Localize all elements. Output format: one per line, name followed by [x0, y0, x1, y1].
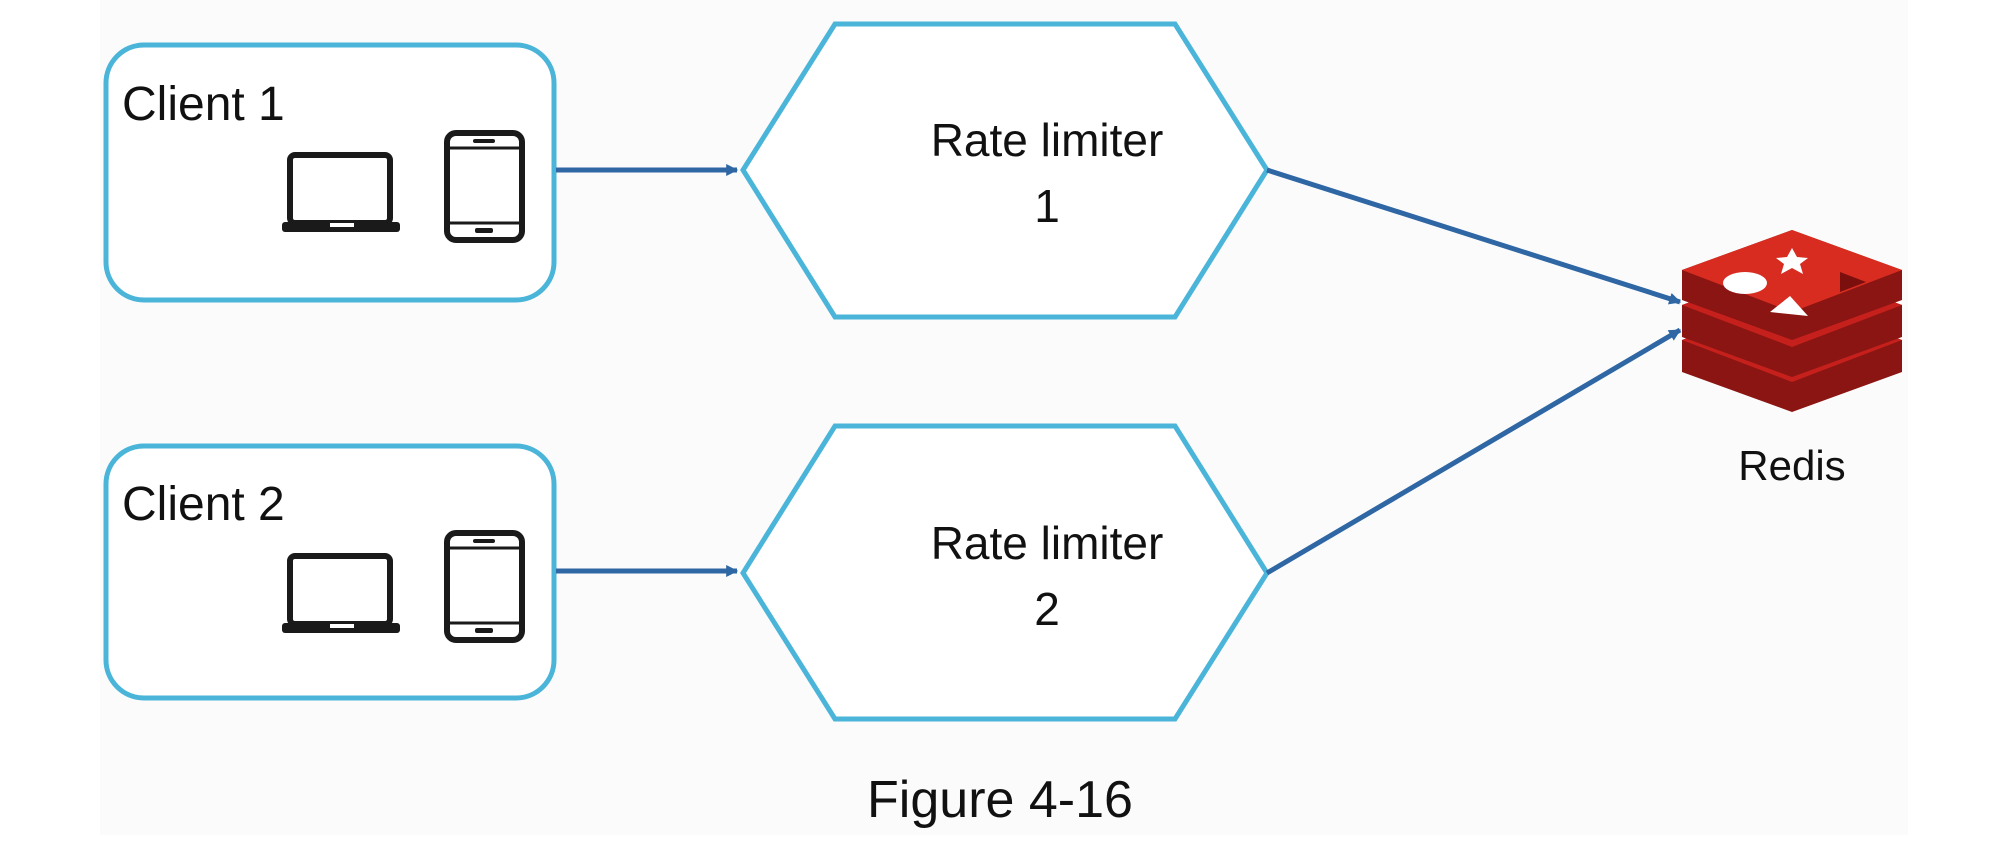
rate-limiter-2-node: Rate limiter 2 — [740, 423, 1270, 722]
redis-label: Redis — [1738, 442, 1845, 489]
rate-limiter-2-label-line2: 2 — [1034, 583, 1060, 635]
arrow-rate-limiter-2-to-redis — [1265, 327, 1682, 576]
rate-limiter-1-node: Rate limiter 1 — [740, 21, 1270, 320]
figure-caption: Figure 4-16 — [867, 771, 1133, 829]
client-1-label: Client 1 — [122, 78, 285, 131]
client-2-box: Client 2 — [103, 443, 557, 701]
laptop-icon — [282, 553, 400, 633]
tablet-icon — [444, 130, 525, 243]
tablet-icon — [444, 530, 525, 643]
rate-limiter-2-label-line1: Rate limiter — [931, 517, 1164, 569]
rate-limiter-1-label-line1: Rate limiter — [931, 114, 1164, 166]
rate-limiter-1-label-line2: 1 — [1034, 180, 1060, 232]
laptop-icon — [282, 152, 400, 232]
arrow-rate-limiter-1-to-redis — [1266, 167, 1682, 305]
redis-logo-icon — [1682, 230, 1902, 412]
client-1-box: Client 1 — [103, 42, 557, 303]
client-2-label: Client 2 — [122, 478, 285, 531]
